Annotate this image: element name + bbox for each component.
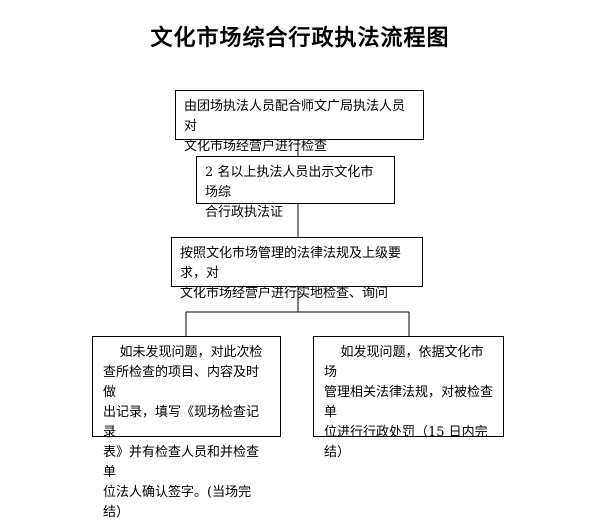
step-box-onsite-check: 按照文化市场管理的法律法规及上级要求，对 文化市场经营户进行实地检查、询问 — [171, 237, 423, 301]
flow-connectors — [185, 140, 410, 336]
step-box-show-credentials: 2 名以上执法人员出示文化市场综 合行政执法证 — [196, 156, 395, 220]
branch-box-no-problem: 如未发现问题，对此次检 查所检查的项目、内容及时做 出记录，填写《现场检查记录 … — [92, 336, 281, 520]
branch-box-problem-found: 如发现问题，依据文化市场 管理相关法律法规，对被检查单 位进行行政处罚（15 日… — [313, 336, 504, 460]
step-box-inspection: 由团场执法人员配合师文广局执法人员对 文化市场经营户进行检查 — [175, 90, 424, 154]
diagram-title: 文化市场综合行政执法流程图 — [150, 26, 450, 51]
